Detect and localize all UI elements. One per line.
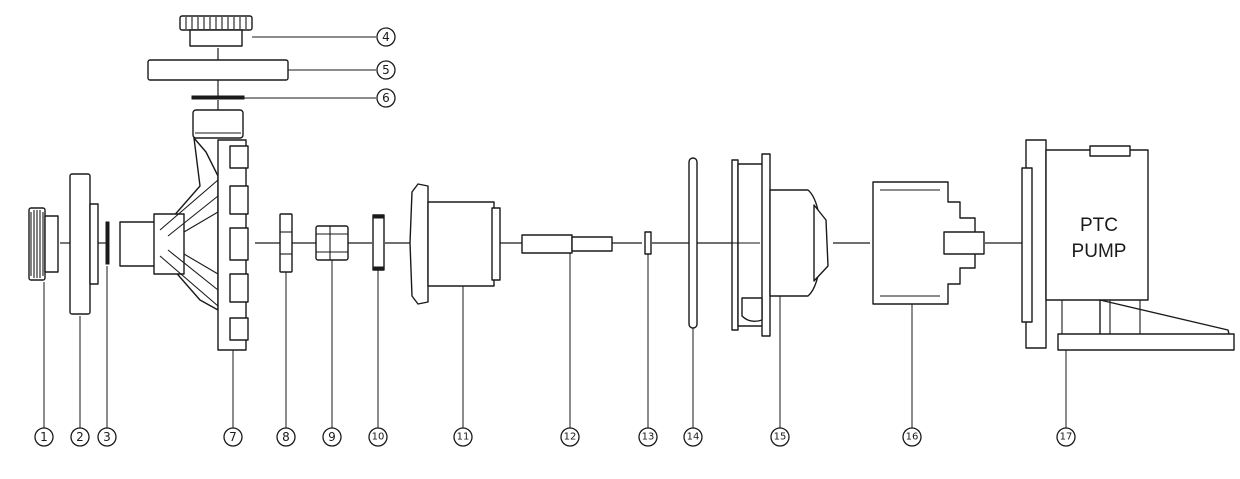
part-2-flange-ring [69, 173, 99, 315]
callout-10-number: 10 [372, 432, 385, 443]
callout-8-number: 8 [282, 430, 290, 444]
callout-16-number: 16 [906, 432, 919, 443]
callout-11: 11 [453, 427, 473, 447]
part-13-small-seal [644, 231, 652, 255]
part-6-gasket [191, 95, 245, 100]
callout-4: 4 [376, 27, 396, 47]
callout-11-number: 11 [457, 432, 470, 443]
part-10-thrust-ring [372, 214, 385, 271]
callout-6-number: 6 [382, 91, 390, 105]
callout-5-number: 5 [382, 63, 390, 77]
callout-13: 13 [638, 427, 658, 447]
part-14-large-o-ring [688, 157, 698, 329]
callout-13-number: 13 [642, 432, 655, 443]
part-7-pump-housing [119, 109, 249, 351]
callout-1: 1 [34, 427, 54, 447]
part-17-ptc-pump-motor [1021, 139, 1235, 351]
part-11-impeller [409, 183, 501, 305]
callout-1-number: 1 [40, 430, 48, 444]
pump-label-line1: PTC [1080, 215, 1118, 236]
part-4-knurled-knob [179, 15, 253, 47]
callout-5: 5 [376, 60, 396, 80]
callout-10: 10 [368, 427, 388, 447]
callout-2-number: 2 [76, 430, 84, 444]
part-5-disc [147, 59, 289, 81]
part-12-shaft [521, 234, 613, 254]
callout-9-number: 9 [328, 430, 336, 444]
callout-17: 17 [1056, 427, 1076, 447]
pump-label-line2: PUMP [1072, 241, 1127, 262]
callout-15-number: 15 [774, 432, 787, 443]
leader-lines [43, 36, 1067, 428]
callout-4-number: 4 [382, 30, 390, 44]
callout-7-number: 7 [229, 430, 237, 444]
callout-6: 6 [376, 88, 396, 108]
callout-9: 9 [322, 427, 342, 447]
callout-16: 16 [902, 427, 922, 447]
part-9-bushing [315, 225, 349, 261]
part-16-motor-bracket [872, 181, 985, 305]
callout-12-number: 12 [564, 432, 577, 443]
callout-15: 15 [770, 427, 790, 447]
callout-14-number: 14 [687, 432, 700, 443]
part-1-cap-nut [28, 207, 59, 281]
callout-3-number: 3 [103, 430, 111, 444]
callout-12: 12 [560, 427, 580, 447]
callout-2: 2 [70, 427, 90, 447]
callout-3: 3 [97, 427, 117, 447]
part-8-hex-nut [279, 213, 293, 273]
callout-14: 14 [683, 427, 703, 447]
callout-7: 7 [223, 427, 243, 447]
callout-8: 8 [276, 427, 296, 447]
part-3-o-ring [105, 221, 110, 265]
part-15-back-plate [730, 153, 829, 337]
callout-17-number: 17 [1060, 432, 1073, 443]
